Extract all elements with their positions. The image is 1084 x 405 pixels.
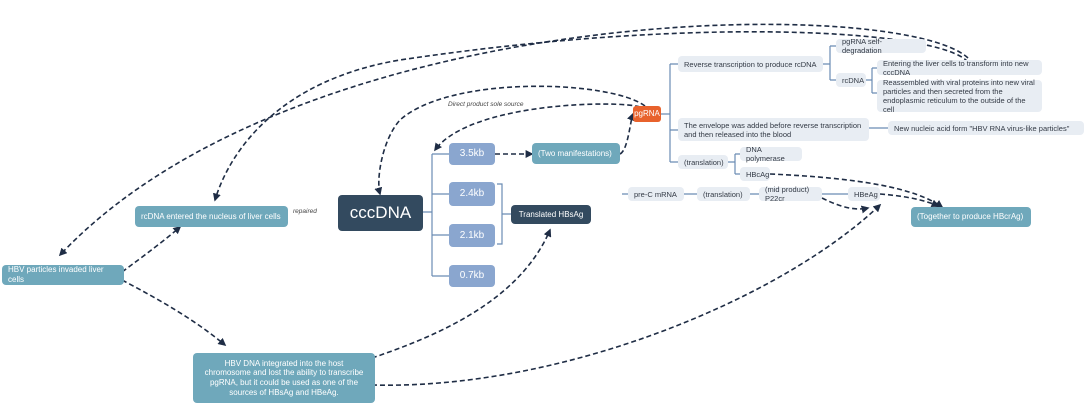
hbsag-bracket xyxy=(497,183,511,245)
transcript-0-7kb: 0.7kb xyxy=(449,265,495,287)
transcript-3-5kb: 3.5kb xyxy=(449,143,495,165)
cccdna-bracket xyxy=(423,153,449,277)
repaired-label: repaired xyxy=(292,208,318,215)
integrated-node: HBV DNA integrated into the host chromos… xyxy=(193,353,375,403)
arrow-manifestations-to-pgrna xyxy=(619,112,635,155)
rcdna-entered-node: rcDNA entered the nucleus of liver cells xyxy=(135,206,288,227)
reverse-transcription-node: Reverse transcription to produce rcDNA xyxy=(678,56,823,72)
translation-node-2: (translation) xyxy=(697,187,750,201)
arrow-p22cr-to-hbcrag xyxy=(821,197,870,214)
pgrna-node: pgRNA xyxy=(633,106,661,122)
rcdna-children xyxy=(866,67,877,94)
arrow-pgrna-to-cccdna xyxy=(374,85,646,196)
direct-source-label: Direct product sole source xyxy=(447,101,525,108)
arrow-entering-to-hbv xyxy=(58,23,969,257)
arrow-hbv-to-integrated xyxy=(121,279,227,347)
translated-hbsag-node: Translated HBsAg xyxy=(511,205,591,224)
cccdna-node: cccDNA xyxy=(338,195,423,231)
translation-node-1: (translation) xyxy=(678,155,728,169)
transcript-2-4kb: 2.4kb xyxy=(449,182,495,206)
hbeag-node: HBeAg xyxy=(848,187,880,201)
reassembled-node: Reassembled with viral proteins into new… xyxy=(877,78,1042,114)
pgrna-self-degradation-node: pgRNA self-degradation xyxy=(836,37,926,55)
transcript-2-1kb: 2.1kb xyxy=(449,224,495,247)
entering-liver-node: Entering the liver cells to transform in… xyxy=(877,59,1042,77)
envelope-added-node: The envelope was added before reverse tr… xyxy=(678,118,869,141)
hbv-invaded-node: HBV particles invaded liver cells xyxy=(2,265,124,285)
pgrna-tree xyxy=(661,63,678,163)
rcdna-node: rcDNA xyxy=(836,73,866,87)
translation-tree xyxy=(728,153,740,175)
pre-c-mrna-node: pre-C mRNA xyxy=(628,187,684,201)
dna-polymerase-node: DNA polymerase xyxy=(740,145,802,163)
new-nucleic-acid-node: New nucleic acid form "HBV RNA virus-lik… xyxy=(888,121,1084,135)
hbcag-node: HBcAg xyxy=(740,167,770,181)
two-manifestations-node: (Two manifestations) xyxy=(532,143,620,164)
arrow-hbeag-to-hbcrag xyxy=(879,193,940,207)
mid-product-node: (mid product) P22cr xyxy=(759,185,822,203)
rcdna-tree xyxy=(823,45,836,81)
arrow-direct-product xyxy=(434,103,641,152)
arrow-reassembled-to-rcdna-entered xyxy=(213,30,969,202)
hbcrag-node: (Together to produce HBcrAg) xyxy=(911,207,1031,227)
arrow-hbv-to-rcdna xyxy=(121,225,182,273)
arrow-integrated-to-hbsag xyxy=(371,228,552,359)
